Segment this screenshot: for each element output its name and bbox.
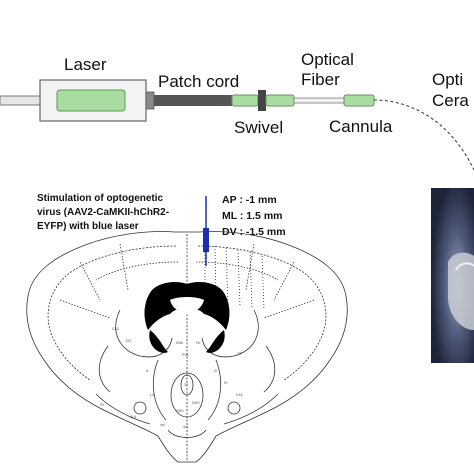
third-ventricle bbox=[180, 374, 194, 396]
optical-fiber bbox=[293, 97, 345, 104]
coord-ml: ML : 1.5 mm bbox=[222, 210, 283, 222]
atlas-label-10: LH bbox=[150, 393, 155, 397]
swivel-left bbox=[231, 94, 259, 107]
ventricles bbox=[144, 282, 230, 353]
atlas-label-7: DMH bbox=[192, 401, 200, 405]
area-division-6 bbox=[263, 299, 315, 319]
amygdala-right bbox=[227, 401, 241, 415]
input-cable bbox=[0, 95, 41, 106]
atlas-label-5: 3V bbox=[184, 383, 189, 387]
area-division-3 bbox=[79, 261, 101, 301]
swivel-label: Swivel bbox=[234, 118, 283, 137]
atlas-label-17: Rt bbox=[224, 381, 227, 385]
brain-atlas bbox=[26, 231, 348, 463]
swivel-joint bbox=[258, 90, 266, 111]
opto-ceramic-label-line2: Cera bbox=[432, 91, 469, 110]
laser-indicator bbox=[56, 89, 126, 112]
hippocampus-left bbox=[115, 309, 173, 358]
opto-ceramic-label-line1: Opti bbox=[432, 70, 463, 89]
coord-dv: DV : -1.5 mm bbox=[222, 226, 286, 238]
cortex-layer-right bbox=[195, 261, 279, 281]
atlas-labels: CA3 DG MHb Hb PVA 3V VMH DMH Arc ZI LH C… bbox=[100, 327, 243, 429]
stim-desc-line3: EYFP) with blue laser bbox=[37, 221, 139, 232]
cortex-boundary-left bbox=[47, 245, 177, 381]
coord-ap: AP : -1 mm bbox=[222, 194, 277, 206]
patch-cord-label: Patch cord bbox=[158, 72, 239, 91]
optical-fiber-label-line2: Fiber bbox=[301, 70, 340, 89]
animal-photo bbox=[431, 188, 474, 363]
ventricle-left-horn bbox=[149, 330, 168, 353]
patch-cord bbox=[154, 95, 232, 106]
hippocampus-right bbox=[201, 309, 259, 358]
stim-desc-line2: virus (AAV2-CaMKII-hChR2- bbox=[37, 207, 169, 218]
fiber-path-dashed bbox=[373, 99, 474, 171]
laser-connector bbox=[145, 91, 155, 110]
cortex-layer-left bbox=[95, 261, 179, 281]
amygdala-left bbox=[133, 401, 147, 415]
atlas-label-13: Pir bbox=[100, 403, 105, 407]
optical-fiber-label-line1: Optical bbox=[301, 50, 354, 69]
area-division-5 bbox=[59, 299, 111, 319]
stimulation-info: Stimulation of optogenetic virus (AAV2-C… bbox=[37, 193, 286, 238]
atlas-label-15: opt bbox=[160, 423, 165, 427]
callosum-inner bbox=[170, 297, 204, 313]
thalamus-outline bbox=[153, 359, 221, 421]
area-division-4 bbox=[273, 261, 295, 301]
atlas-label-4: PVA bbox=[182, 353, 189, 357]
swivel-right bbox=[265, 94, 295, 107]
piriform-left bbox=[95, 393, 151, 425]
fiber-implant-ferrule bbox=[203, 228, 209, 252]
atlas-label-11: CeA bbox=[236, 393, 243, 397]
third-ventricle-region bbox=[170, 372, 204, 418]
atlas-label-12: BLA bbox=[130, 415, 137, 419]
right-hemisphere-hatch bbox=[204, 245, 265, 311]
atlas-label-8: Arc bbox=[183, 425, 188, 429]
animal-ear bbox=[455, 262, 474, 271]
lateral-curve-left bbox=[98, 345, 111, 393]
atlas-label-14: ic bbox=[146, 369, 149, 373]
fiber-implant bbox=[203, 196, 209, 266]
lateral-curve-right bbox=[263, 345, 276, 393]
atlas-label-16: cp bbox=[238, 351, 242, 355]
cannula bbox=[343, 94, 375, 107]
cortex-boundary-right bbox=[197, 245, 327, 381]
atlas-label-1: DG bbox=[126, 339, 131, 343]
atlas-label-2: MHb bbox=[176, 341, 183, 345]
cannula-label: Cannula bbox=[329, 117, 393, 136]
hypothalamus-base bbox=[167, 429, 207, 438]
brain-outline bbox=[26, 231, 348, 463]
atlas-label-6: VMH bbox=[176, 409, 184, 413]
stim-desc-line1: Stimulation of optogenetic bbox=[37, 193, 164, 204]
atlas-label-0: CA3 bbox=[112, 327, 119, 331]
atlas-label-3: Hb bbox=[196, 341, 200, 345]
animal-head bbox=[448, 252, 474, 330]
piriform-right bbox=[223, 393, 279, 425]
atlas-label-9: ZI bbox=[214, 369, 217, 373]
optical-setup: Laser Patch cord Swivel Optical Fiber Ca… bbox=[0, 50, 474, 171]
ventricle-right-horn bbox=[206, 330, 225, 353]
laser-label: Laser bbox=[64, 55, 107, 74]
